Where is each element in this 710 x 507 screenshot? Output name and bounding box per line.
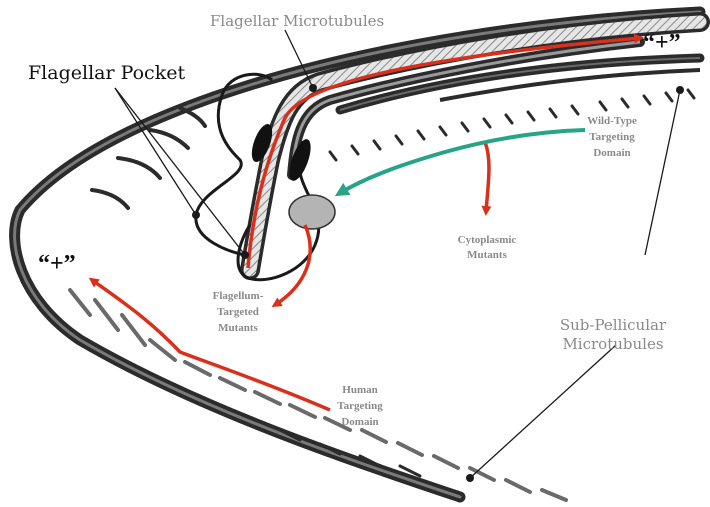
flagellum-targeted-line-1: Flagellum- [213, 290, 264, 302]
human-targeting-line-2: Targeting [337, 400, 383, 412]
label-cytoplasmic-mutants: Cytoplasmic Mutants [458, 234, 517, 261]
sub-pellicular-line-2: Microtubules [562, 335, 663, 353]
human-targeting-line-3: Domain [341, 416, 378, 428]
sub-pellicular-line-1: Sub-Pellicular [560, 316, 667, 334]
flagellum-targeted-arrow [275, 225, 310, 305]
human-targeting-arrow [92, 280, 330, 410]
flagellum-targeted-line-3: Mutants [218, 322, 258, 334]
nucleus [289, 195, 335, 229]
wild-type-line-2: Targeting [589, 131, 635, 143]
human-targeting-line-1: Human [342, 384, 377, 396]
flagellum-targeted-line-2: Targeted [217, 306, 259, 318]
label-plus-top: “+” [643, 30, 681, 56]
wild-type-arrow [340, 130, 585, 193]
label-flagellar-pocket: Flagellar Pocket [28, 62, 185, 84]
cytoplasmic-line-2: Mutants [467, 249, 507, 261]
label-wild-type-targeting-domain: Wild-Type Targeting Domain [587, 115, 637, 159]
cytoplasmic-arrow [485, 142, 489, 212]
label-plus-left: “+” [38, 251, 76, 277]
label-flagellum-targeted-mutants: Flagellum- Targeted Mutants [213, 290, 264, 334]
wild-type-line-3: Domain [593, 147, 630, 159]
label-human-targeting-domain: Human Targeting Domain [337, 384, 383, 428]
subpellicular-microtubules-lower [70, 290, 566, 500]
label-flagellar-microtubules: Flagellar Microtubules [210, 12, 384, 30]
wild-type-line-1: Wild-Type [587, 115, 637, 127]
label-sub-pellicular-microtubules: Sub-Pellicular Microtubules [560, 316, 667, 353]
cytoplasmic-line-1: Cytoplasmic [458, 234, 517, 246]
